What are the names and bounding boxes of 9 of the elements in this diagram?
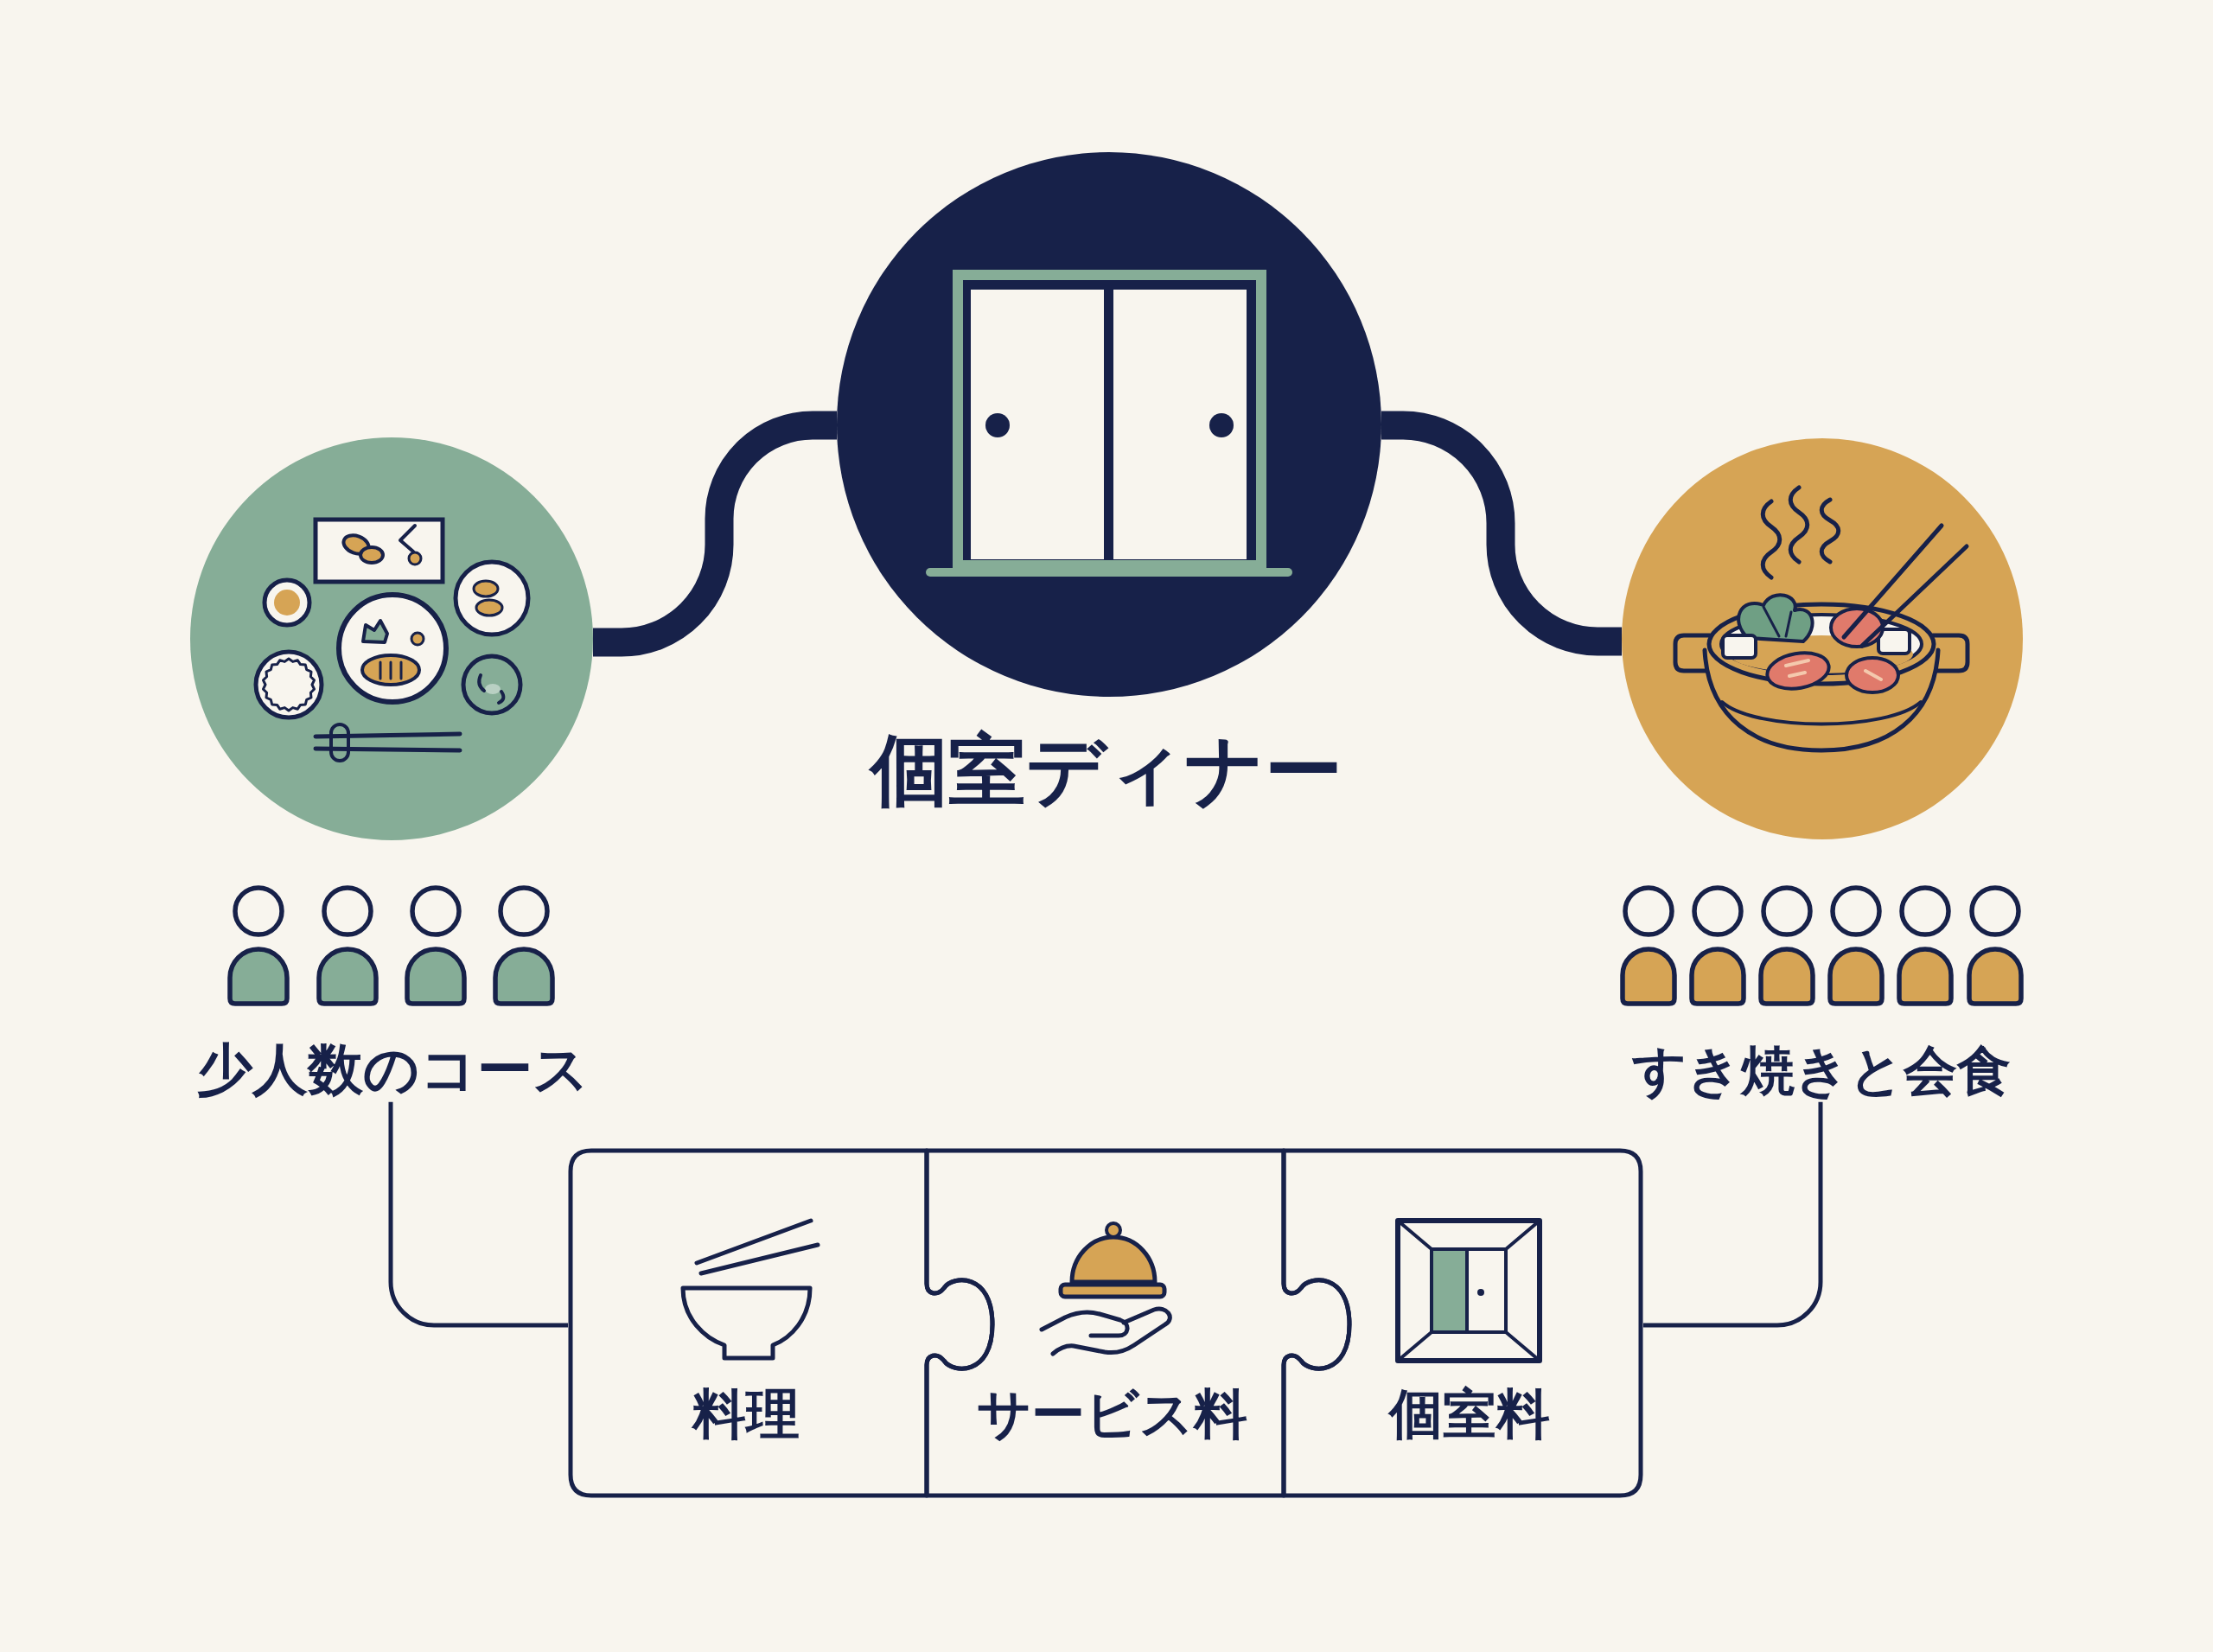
piece-label: 料理 xyxy=(692,1383,800,1445)
group-label: すき焼きと会食 xyxy=(1632,1040,2011,1102)
piece-label: サービス料 xyxy=(976,1383,1247,1445)
meal-tray-illustration xyxy=(190,437,593,840)
connector xyxy=(388,1101,568,1328)
piece-label: 個室料 xyxy=(1389,1383,1550,1445)
group-label: 少人数のコース xyxy=(197,1038,590,1102)
connector xyxy=(1643,1101,1823,1328)
hot-pot-illustration xyxy=(1622,438,2023,839)
